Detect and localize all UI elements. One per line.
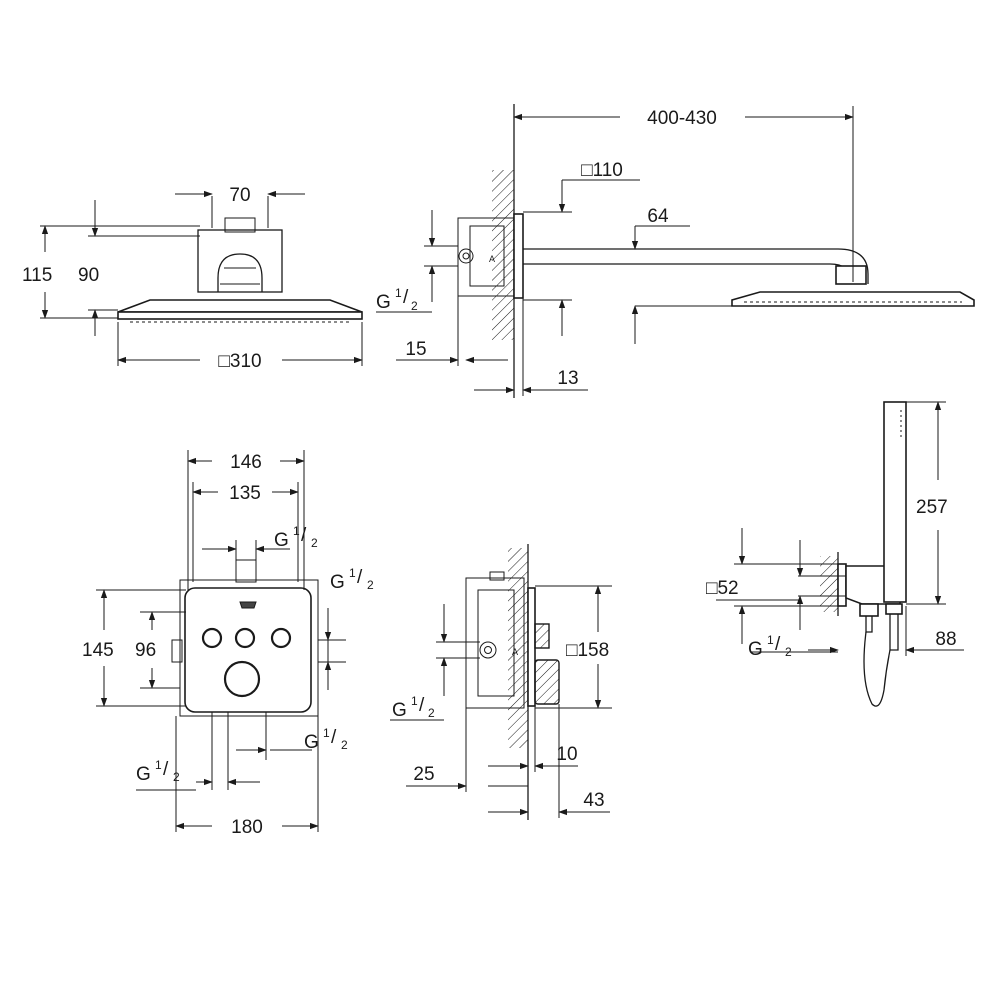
svg-text:G: G bbox=[330, 572, 345, 593]
dim-height-body: 90 bbox=[78, 265, 99, 286]
knob-side bbox=[534, 659, 560, 705]
svg-text:/: / bbox=[163, 759, 169, 780]
shower-plate-body bbox=[117, 311, 363, 320]
dim-depth-43: 43 bbox=[583, 790, 604, 811]
button-1 bbox=[201, 627, 223, 649]
dim-depth-13: 13 bbox=[557, 368, 578, 389]
svg-text:G: G bbox=[748, 639, 763, 660]
button-side bbox=[534, 623, 550, 649]
hand-shower-view: 257 □52 G 1 / 2 88 bbox=[706, 401, 964, 707]
svg-text:/: / bbox=[403, 287, 409, 308]
wall-hatch-2 bbox=[508, 548, 528, 748]
inlet-connector bbox=[458, 248, 474, 264]
plate-side bbox=[527, 587, 536, 707]
svg-text:G: G bbox=[392, 700, 407, 721]
svg-text:G: G bbox=[136, 764, 151, 785]
svg-text:G: G bbox=[376, 292, 391, 313]
concealed-box-2 bbox=[465, 577, 525, 709]
button-3 bbox=[270, 627, 292, 649]
wall-hatch-3 bbox=[820, 556, 838, 612]
dim-flange: □110 bbox=[581, 160, 623, 181]
logo-icon bbox=[239, 601, 257, 609]
thread-label-right: G 1 / 2 bbox=[330, 566, 374, 593]
thread-label-bottom-right: G 1 / 2 bbox=[304, 726, 348, 753]
dim-depth-88: 88 bbox=[935, 629, 956, 650]
dim-reach: 400-430 bbox=[647, 108, 717, 129]
control-plate bbox=[184, 587, 312, 713]
svg-text:/: / bbox=[775, 634, 781, 655]
thread-label-side-2: G 1 / 2 bbox=[392, 694, 435, 721]
dim-square: □52 bbox=[706, 578, 739, 599]
hand-shower-body bbox=[883, 401, 907, 603]
svg-text:2: 2 bbox=[428, 706, 435, 720]
dim-height-inner: 96 bbox=[135, 640, 156, 661]
head-shower-side-view: A 400-430 □110 64 bbox=[376, 104, 975, 398]
svg-text:2: 2 bbox=[411, 299, 418, 313]
svg-text:1: 1 bbox=[323, 726, 330, 740]
top-outlet bbox=[235, 559, 257, 583]
svg-text:/: / bbox=[419, 695, 425, 716]
mark-a: A bbox=[489, 254, 495, 264]
dim-width-top: 70 bbox=[229, 185, 250, 206]
svg-text:2: 2 bbox=[311, 536, 318, 550]
arm-joint bbox=[835, 265, 867, 285]
svg-text:/: / bbox=[357, 567, 363, 588]
svg-text:2: 2 bbox=[785, 645, 792, 659]
temperature-knob bbox=[223, 660, 261, 698]
shower-head-side bbox=[731, 291, 975, 307]
dim-depth-25: 25 bbox=[413, 764, 434, 785]
connector-dome bbox=[217, 253, 263, 292]
dim-plate: □158 bbox=[566, 640, 609, 661]
hose-connector bbox=[889, 614, 899, 651]
head-shower-front-view: 70 115 90 □310 bbox=[22, 185, 363, 372]
bracket-cap bbox=[224, 217, 256, 233]
thread-label-top: G 1 / 2 bbox=[274, 524, 318, 551]
svg-text:2: 2 bbox=[341, 738, 348, 752]
inlet-connector-2 bbox=[479, 641, 497, 659]
svg-text:/: / bbox=[331, 727, 337, 748]
hose-nut bbox=[859, 603, 879, 617]
dim-width-plate: 180 bbox=[231, 817, 263, 838]
thermostat-front-view: 146 135 G 1 / 2 G 1 / 2 bbox=[82, 450, 374, 838]
dim-height-total: 115 bbox=[22, 265, 52, 286]
wall-hatch bbox=[492, 170, 514, 340]
wall-flange bbox=[513, 213, 524, 299]
shower-plate-top bbox=[117, 299, 363, 313]
dim-height-outer: 145 bbox=[82, 640, 114, 661]
svg-text:1: 1 bbox=[395, 286, 402, 300]
dim-width-outer: 146 bbox=[230, 452, 262, 473]
svg-text:1: 1 bbox=[767, 633, 774, 647]
thread-label-side: G 1 / 2 bbox=[376, 286, 418, 313]
thread-label-bottom-left: G 1 / 2 bbox=[136, 758, 180, 785]
dim-length: 257 bbox=[916, 497, 948, 518]
dim-width-inner: 135 bbox=[229, 483, 261, 504]
svg-text:1: 1 bbox=[293, 524, 300, 538]
hose bbox=[863, 631, 891, 707]
dim-depth-10: 10 bbox=[556, 744, 577, 765]
svg-text:G: G bbox=[304, 732, 319, 753]
svg-text:1: 1 bbox=[349, 566, 356, 580]
mark-a-2: A bbox=[512, 647, 518, 657]
thermostat-side-view: A □158 G 1 / 2 25 10 bbox=[390, 544, 612, 820]
svg-text:1: 1 bbox=[155, 758, 162, 772]
button-2 bbox=[234, 627, 256, 649]
svg-text:2: 2 bbox=[367, 578, 374, 592]
svg-text:/: / bbox=[301, 525, 307, 546]
thread-label-hand: G 1 / 2 bbox=[748, 633, 792, 660]
dim-diameter: □310 bbox=[218, 351, 261, 372]
dim-arm-height: 64 bbox=[647, 206, 669, 227]
svg-text:1: 1 bbox=[411, 694, 418, 708]
holder-flange bbox=[837, 563, 847, 607]
dim-depth-15: 15 bbox=[405, 339, 426, 360]
bracket-outline bbox=[197, 229, 283, 293]
svg-text:G: G bbox=[274, 530, 289, 551]
